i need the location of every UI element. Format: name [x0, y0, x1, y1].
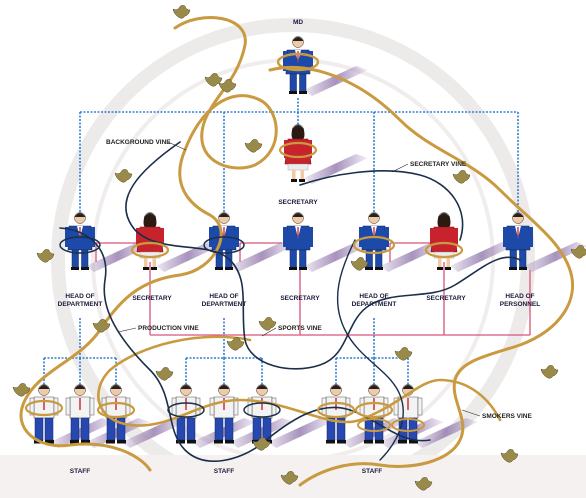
leaf-icon: [244, 139, 263, 153]
leaf-icon: [540, 365, 559, 379]
label-background-vine: BACKGROUND VINE: [106, 139, 171, 146]
label-smokers-vine: SMOKERS VINE: [482, 413, 533, 420]
leaf-icon: [114, 169, 133, 183]
vine-labels: BACKGROUND VINE SECRETARY VINE PRODUCTIO…: [106, 139, 533, 420]
label-secretary-center: SECRETARY: [278, 199, 318, 206]
figure-secretary-3: [430, 212, 458, 270]
vine-dark-2: [59, 227, 431, 462]
vine-dark-1: [125, 141, 521, 370]
leaf-icon: [280, 471, 299, 485]
figure-secretary-2: [283, 212, 313, 270]
figure-staff-1b: [65, 384, 95, 444]
shadow: [304, 154, 368, 184]
figure-head-of-department-1: [65, 212, 95, 270]
shadow: [268, 418, 332, 448]
figure-md: [283, 36, 313, 94]
shadow: [230, 242, 294, 272]
vine-tan-main: [19, 16, 278, 472]
label-staff-3: STAFF: [362, 468, 382, 475]
label-secretary-3: SECRETARY: [426, 295, 466, 302]
label-secretary-1: SECRETARY: [132, 295, 172, 302]
label-secretary-2: SECRETARY: [280, 295, 320, 302]
leaf-icon: [172, 5, 191, 19]
figure-head-of-department-3: [359, 212, 389, 270]
figures: [29, 36, 533, 444]
label-sports-vine: SPORTS VINE: [278, 325, 322, 332]
vine-dark-4: [337, 239, 404, 461]
leaf-icon: [452, 170, 471, 184]
figure-head-of-personnel: [503, 212, 533, 270]
leaf-icon: [155, 367, 174, 381]
secretary-links: [95, 242, 531, 336]
vine-tan-right: [268, 65, 575, 487]
figure-staff-2b: [209, 384, 239, 444]
shadow: [380, 242, 444, 272]
figure-staff-3a: [321, 384, 351, 444]
leaf-icon: [252, 437, 271, 451]
grapevines: [19, 16, 575, 487]
shadow: [230, 418, 294, 448]
pointer-background-vine: [167, 141, 187, 151]
pointer-secretary-vine: [391, 163, 409, 173]
shadow: [304, 66, 368, 96]
vine-leaves: [12, 5, 586, 491]
label-staff-2: STAFF: [214, 468, 234, 475]
label-production-vine: PRODUCTION VINE: [138, 325, 199, 332]
shadow: [122, 418, 186, 448]
leaf-icon: [12, 383, 31, 397]
figure-staff-3c: [393, 384, 423, 444]
shadow: [304, 242, 368, 272]
leaf-icon: [218, 79, 237, 93]
pointer-production-vine: [117, 327, 137, 333]
vine-tan-lower: [97, 335, 502, 427]
shadow: [192, 418, 256, 448]
leaf-icon: [500, 449, 519, 463]
leaf-icon: [570, 245, 586, 259]
formal-reporting-lines: [43, 98, 519, 390]
leaf-icon: [414, 477, 433, 491]
shadow: [524, 242, 586, 272]
leaf-icon: [226, 337, 245, 351]
leaf-icon: [204, 73, 223, 87]
label-staff-1: STAFF: [70, 468, 90, 475]
figure-head-of-department-2: [209, 212, 239, 270]
label-md: MD: [293, 19, 303, 26]
figure-staff-2a: [171, 384, 201, 444]
leaf-icon: [258, 317, 277, 331]
leaf-icon: [36, 249, 55, 263]
figure-secretary-1: [136, 212, 164, 270]
shadow: [450, 242, 514, 272]
leaf-icon: [92, 319, 111, 333]
label-secretary-vine: SECRETARY VINE: [410, 161, 467, 168]
figure-secretary-center: [284, 124, 312, 182]
figure-staff-1a: [29, 384, 59, 444]
shadow: [86, 242, 150, 272]
vine-dark-3: [299, 170, 464, 241]
leaf-icon: [394, 347, 413, 361]
pointer-sports-vine: [261, 327, 277, 337]
pointer-smokers-vine: [461, 409, 481, 417]
leaf-icon: [350, 257, 369, 271]
